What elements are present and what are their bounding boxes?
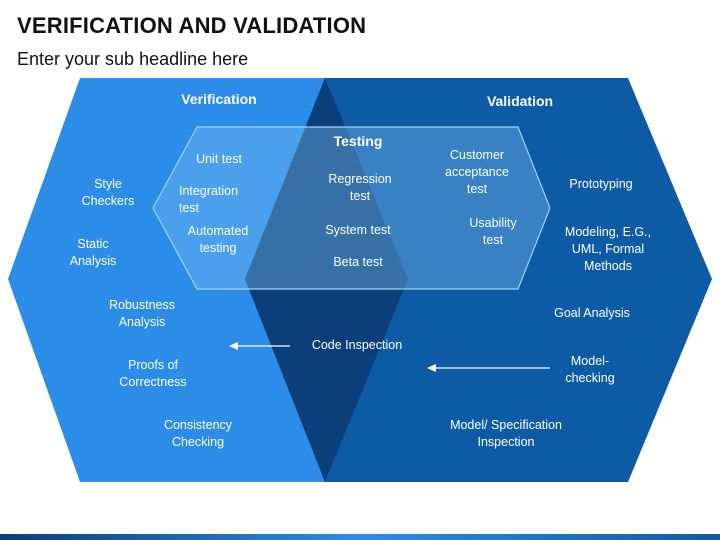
label-line: Modeling, E.G., [565,225,651,239]
verification-title: Verification [181,91,256,107]
bottom-accent-bar [0,534,720,540]
intersection-region [245,78,408,482]
label-line: Integration [179,184,238,198]
label-line: Inspection [478,435,535,449]
label-line: checking [565,371,614,385]
label-line: test [350,189,371,203]
label-line: test [467,182,488,196]
label-line: Analysis [119,315,166,329]
label-line: test [179,201,200,215]
label-line: Consistency [164,418,233,432]
verification-items: Unit test Integration test Automated testi… [70,152,249,449]
arrow-code-inspection [229,342,290,350]
label-line: Goal Analysis [554,306,630,320]
testing-band [152,126,551,290]
validation-title: Validation [487,93,553,109]
label-line: Robustness [109,298,175,312]
testing-items: Regression test System test Beta test [325,172,391,269]
label-line: Unit test [196,152,242,166]
label-line: System test [325,223,391,237]
label-line: Correctness [119,375,186,389]
label-line: Customer [450,148,504,162]
item-system-test: System test [325,223,391,237]
arrow-model-checking [427,364,550,372]
label-line: Methods [584,259,632,273]
label-line: Model- [571,354,609,368]
item-regression-test: Regression test [328,172,391,203]
label-line: Prototyping [569,177,632,191]
label-line: Static [77,237,108,251]
item-integration-test: Integration test [179,184,238,215]
label-line: Checkers [82,194,135,208]
item-usability-test: Usability test [469,216,517,247]
label-line: Checking [172,435,224,449]
label-line: Proofs of [128,358,179,372]
label-line: Model/ Specification [450,418,562,432]
label-line: Code Inspection [312,338,402,352]
label-line: test [483,233,504,247]
item-model-checking: Model-checking [565,354,614,385]
item-proofs-of-correctness: Proofs of Correctness [119,358,186,389]
validation-items: Customer acceptance test Usability test Pro… [445,148,651,449]
item-prototyping: Prototyping [569,177,632,191]
label-line: Beta test [333,255,383,269]
label-line: acceptance [445,165,509,179]
testing-title: Testing [334,133,383,149]
label-line: Analysis [70,254,117,268]
item-automated-testing: Automated testing [188,224,249,255]
label-line: Usability [469,216,517,230]
item-unit-test: Unit test [196,152,242,166]
page-subtitle: Enter your sub headline here [17,49,249,69]
label-line: Style [94,177,122,191]
item-goal-analysis: Goal Analysis [554,306,630,320]
item-customer-acceptance-test: Customer acceptance test [445,148,509,196]
label-line: Regression [328,172,391,186]
label-line: Automated [188,224,249,238]
label-line: UML, Formal [572,242,644,256]
item-code-inspection: Code Inspection [312,338,402,352]
item-beta-test: Beta test [333,255,383,269]
page-title: VERIFICATION AND VALIDATION [17,13,367,38]
label-line: testing [200,241,237,255]
